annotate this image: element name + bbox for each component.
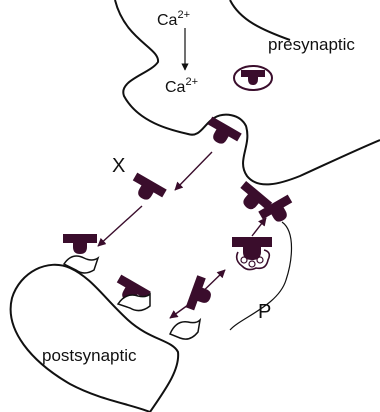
molecule-receptor-left	[63, 234, 97, 254]
x-label: X	[112, 155, 125, 177]
enzyme-complex	[232, 237, 272, 270]
arrow-molecule-to-receptor	[170, 305, 188, 318]
molecule-leaving-receptor	[186, 275, 216, 314]
ca-outside-label: Ca2+	[157, 9, 190, 29]
presynaptic-membrane	[115, 0, 380, 184]
p-label: P	[258, 301, 271, 323]
receptor-right	[170, 320, 200, 339]
arrow-release-to-x	[175, 152, 212, 190]
presynaptic-top-edge	[230, 0, 290, 40]
postsynaptic-label: postsynaptic	[42, 346, 137, 365]
arrow-x-to-receptor	[98, 206, 142, 246]
arrow-enzyme-to-reuptake	[252, 218, 266, 236]
molecule-diffusing-x	[127, 173, 166, 207]
presynaptic-label: presynaptic	[268, 35, 355, 54]
postsynaptic-membrane	[11, 265, 179, 412]
receptor-left	[64, 256, 98, 273]
ca-inside-label: Ca2+	[165, 76, 198, 96]
vesicle-molecule	[241, 70, 265, 85]
